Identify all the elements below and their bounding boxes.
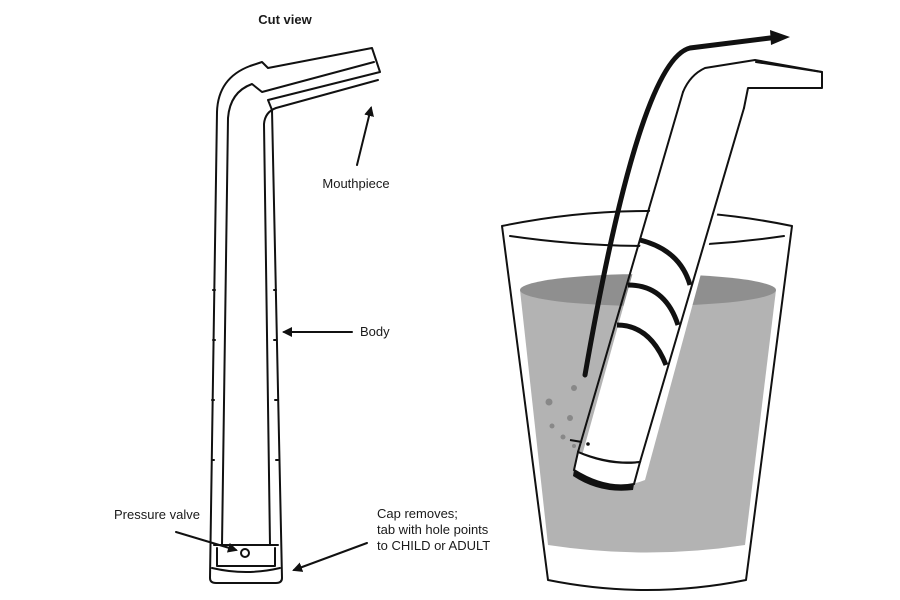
pressure-valve-hole <box>240 548 250 558</box>
cap-label-line3: to CHILD or ADULT <box>377 538 490 553</box>
body-label: Body <box>360 324 390 339</box>
straw-cut-view <box>209 47 381 584</box>
pressure-valve-label: Pressure valve <box>114 507 200 522</box>
mouthpiece-arrow <box>356 106 374 166</box>
flow-arrow <box>582 35 773 378</box>
cap-arrow <box>292 542 368 572</box>
cap-label-line1: Cap removes; <box>377 506 458 521</box>
straw-in-glass <box>569 30 823 491</box>
mouthpiece-label: Mouthpiece <box>322 176 389 191</box>
cap-label-line2: tab with hole points <box>377 522 489 537</box>
pressure-valve-arrow <box>175 531 238 553</box>
cut-view-title: Cut view <box>258 12 312 27</box>
